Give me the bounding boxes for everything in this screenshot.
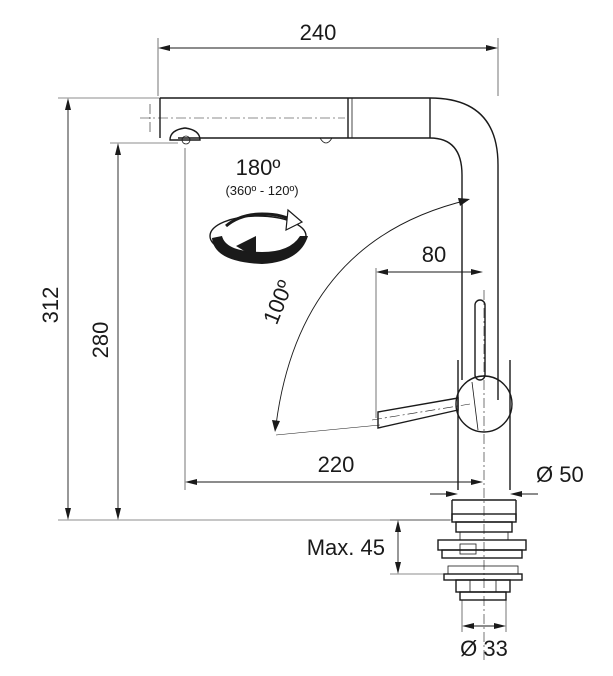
dimension-overall-height: 312 <box>38 97 452 521</box>
mounting-hardware <box>437 513 527 601</box>
max-thickness-label: Max. 45 <box>307 535 385 560</box>
faucet-body <box>371 290 513 660</box>
dimension-overall-width: 240 <box>157 20 499 96</box>
spout-reach-label: 220 <box>318 452 355 477</box>
spray-outlet-icon <box>181 135 191 145</box>
dimension-spout-reach: 220 <box>184 148 483 490</box>
lever-angle-label: 100º <box>258 277 298 328</box>
lever-reach-label: 80 <box>422 242 446 267</box>
swivel-angle-label: 180º <box>236 155 281 180</box>
dimension-lever-reach: 80 <box>375 242 483 418</box>
hole-diameter-label: Ø 33 <box>460 636 508 661</box>
spout-height-label: 280 <box>88 322 113 359</box>
swivel-range-label: (360º - 120º) <box>225 183 298 198</box>
dimension-base-diameter: Ø 50 <box>430 462 584 520</box>
lever-swing-arc: 100º <box>258 198 470 436</box>
faucet-spout <box>140 97 499 400</box>
rotation-arrow-icon <box>209 208 308 264</box>
swivel-rotation: 180º (360º - 120º) <box>209 155 308 264</box>
dimension-max-thickness: Max. 45 <box>307 519 450 575</box>
overall-width-label: 240 <box>300 20 337 45</box>
overall-height-label: 312 <box>38 287 63 324</box>
base-diameter-label: Ø 50 <box>536 462 584 487</box>
dimension-spout-height: 280 <box>88 142 178 520</box>
dimension-hole-diameter: Ø 33 <box>460 600 508 661</box>
